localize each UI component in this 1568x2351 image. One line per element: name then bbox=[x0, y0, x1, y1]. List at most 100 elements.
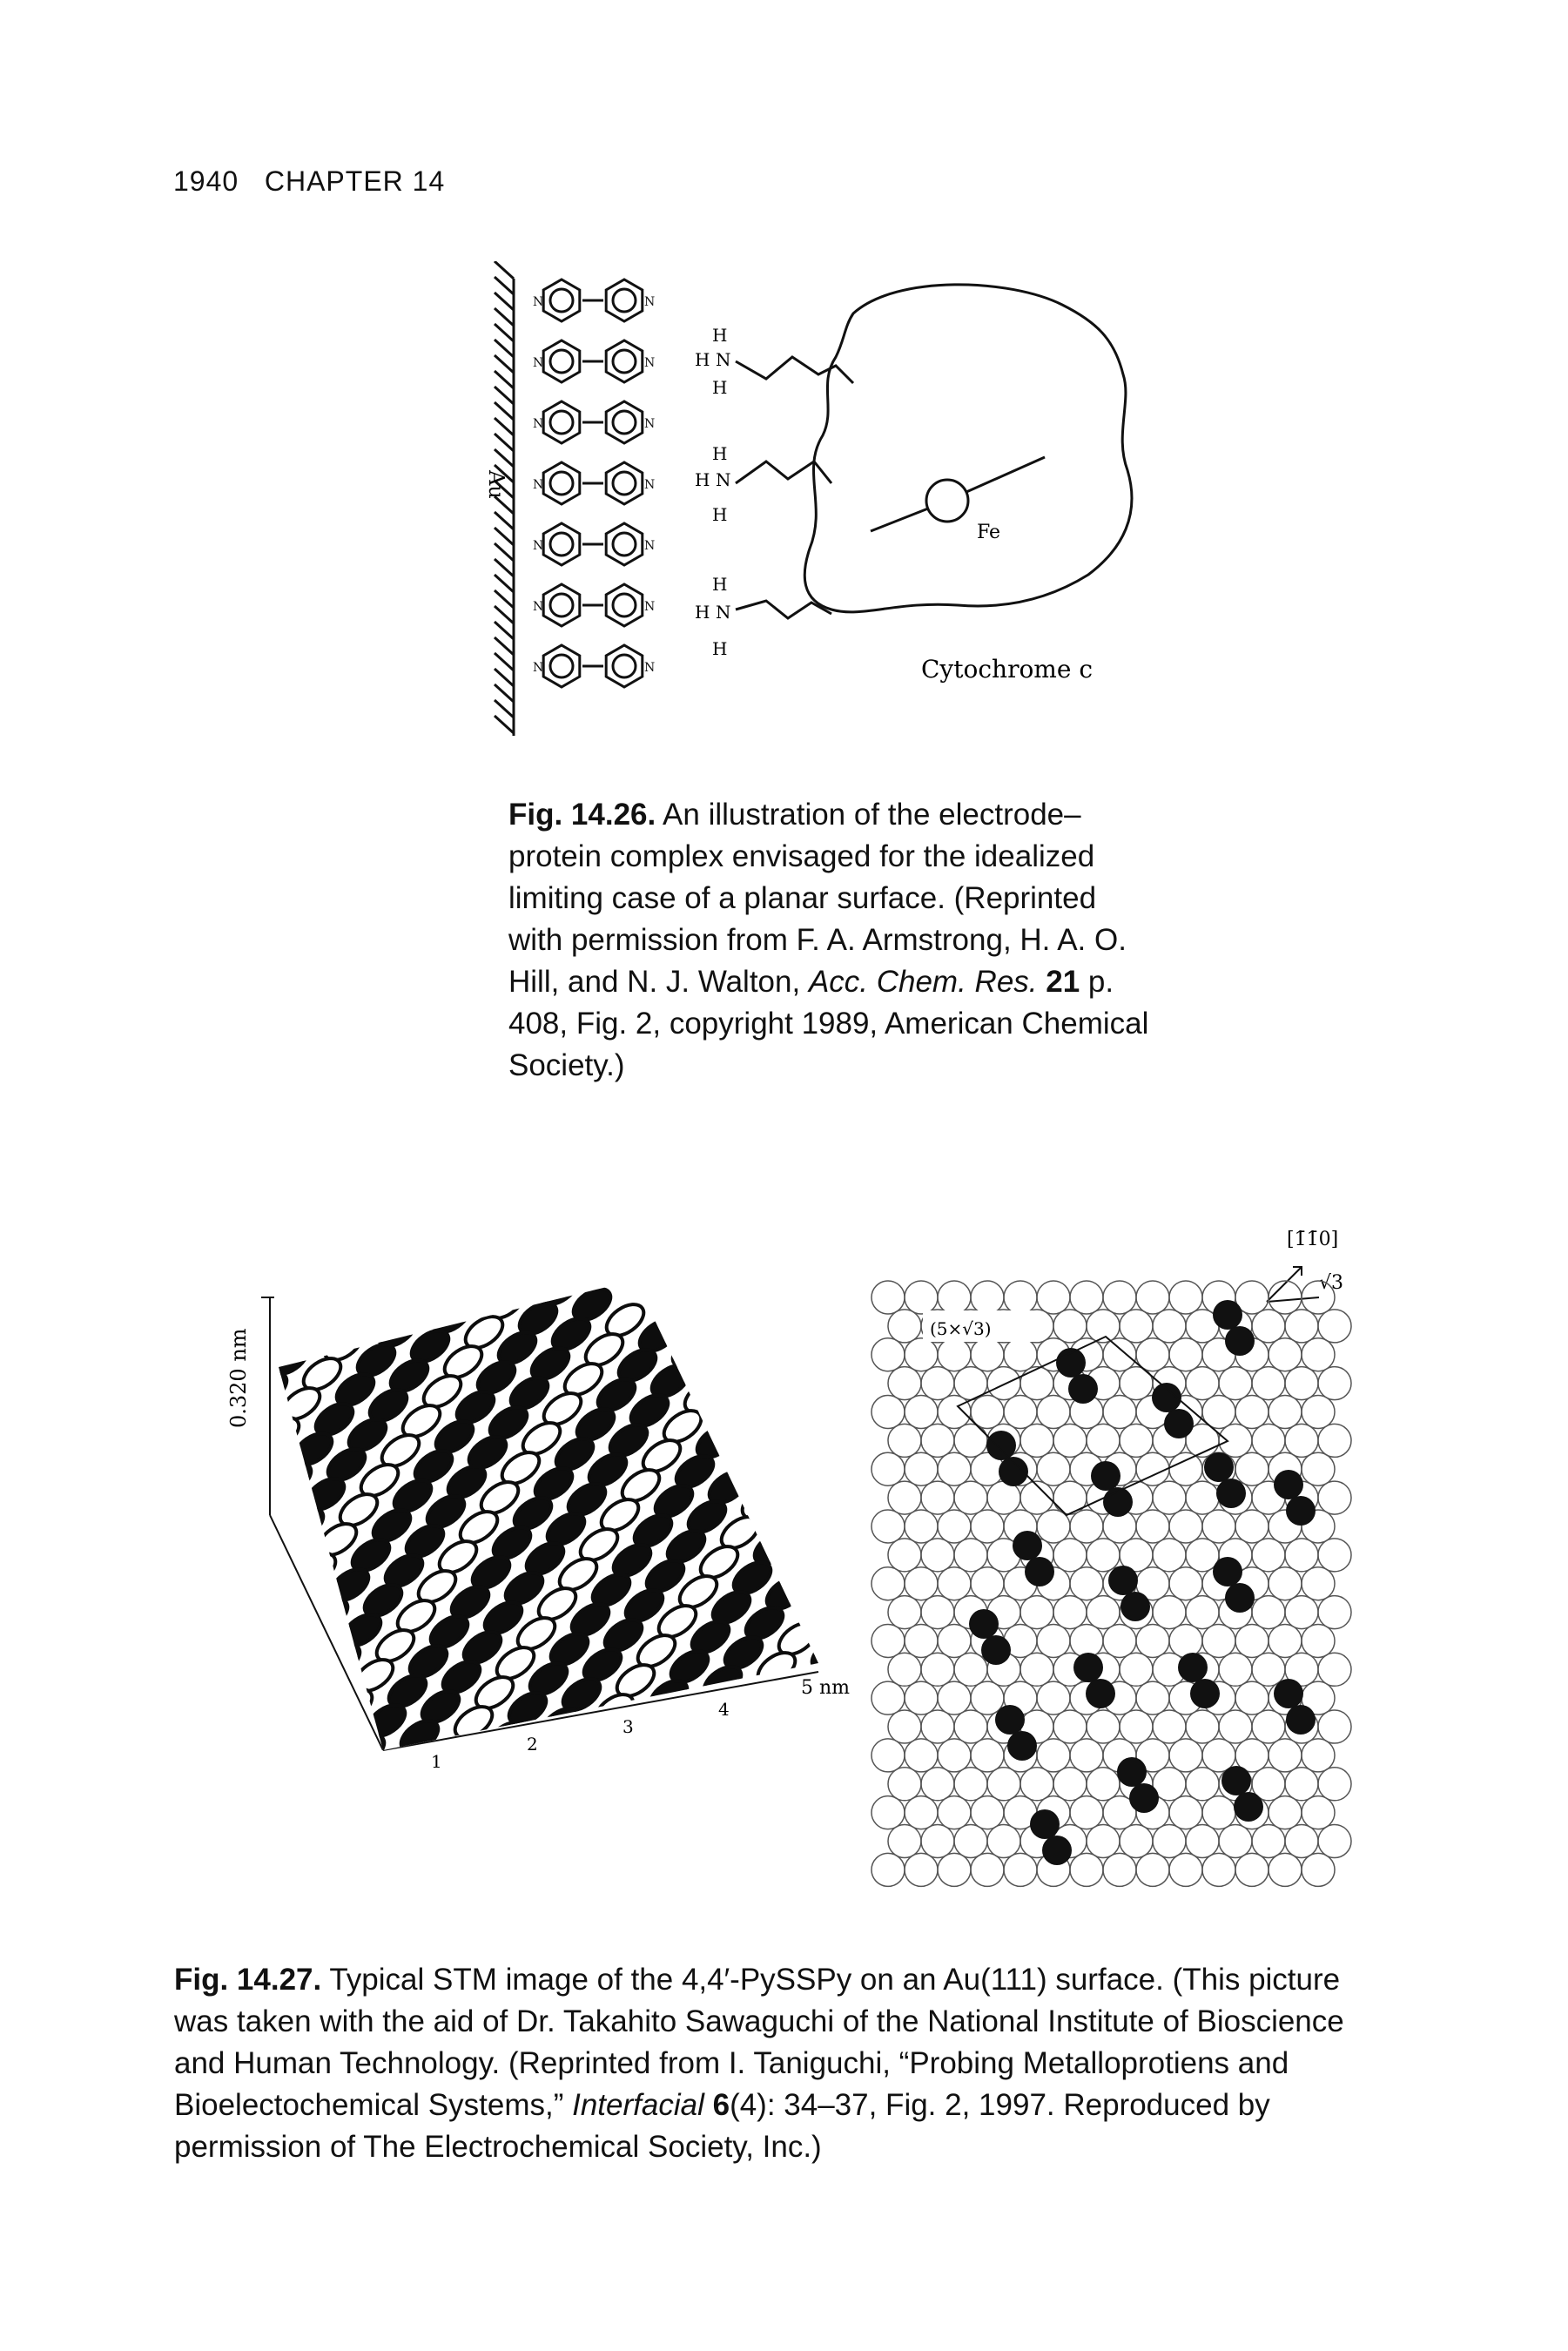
adsorbate-pair bbox=[969, 1609, 1011, 1665]
stm-molecule bbox=[508, 1376, 550, 1411]
stm-molecule bbox=[500, 1451, 542, 1485]
gold-atom bbox=[1317, 1423, 1352, 1458]
gold-atom bbox=[1201, 1738, 1236, 1773]
adsorbate-pair bbox=[1221, 1766, 1263, 1822]
gold-atom bbox=[1020, 1652, 1054, 1687]
stm-molecule bbox=[474, 1675, 515, 1710]
adsorbate-atom bbox=[1221, 1766, 1251, 1795]
gold-atom bbox=[1069, 1795, 1104, 1830]
stm-molecule bbox=[749, 1411, 791, 1445]
stm-molecule bbox=[669, 1649, 710, 1684]
hatch-line bbox=[493, 557, 515, 578]
electrode-label: Au bbox=[488, 469, 508, 499]
gold-atom bbox=[1119, 1309, 1154, 1344]
stm-molecule bbox=[228, 1228, 276, 1244]
gold-atom bbox=[904, 1280, 939, 1315]
stm-molecule bbox=[782, 1426, 818, 1461]
gold-atom bbox=[1301, 1452, 1336, 1486]
gold-atom bbox=[920, 1594, 955, 1630]
gold-atom bbox=[1069, 1852, 1104, 1888]
gold-atom bbox=[1185, 1480, 1220, 1515]
gold-atom bbox=[904, 1337, 939, 1372]
adsorbate-atom bbox=[1274, 1470, 1303, 1499]
stm-molecule bbox=[716, 1395, 757, 1430]
stm-molecule bbox=[521, 1421, 562, 1456]
stm-molecule bbox=[561, 1793, 609, 1794]
gold-atom bbox=[887, 1594, 922, 1630]
stm-molecule bbox=[801, 1712, 818, 1747]
stm-molecule bbox=[575, 1407, 616, 1442]
hatch-line bbox=[493, 275, 515, 296]
hatch-line bbox=[493, 338, 515, 359]
gold-atom bbox=[1020, 1767, 1054, 1802]
pyridine-ring-right bbox=[604, 339, 644, 384]
adsorbate-atom bbox=[1030, 1809, 1060, 1839]
stm-molecule bbox=[566, 1482, 608, 1517]
stm-molecule bbox=[400, 1404, 442, 1438]
adsorbate-atom bbox=[986, 1431, 1016, 1460]
gold-atom bbox=[1201, 1509, 1236, 1544]
gold-atom bbox=[1036, 1623, 1071, 1659]
pyridine-ring-left bbox=[542, 278, 582, 323]
gold-atom bbox=[1168, 1852, 1203, 1888]
gold-atom bbox=[1185, 1365, 1220, 1401]
gold-atom bbox=[1301, 1852, 1336, 1888]
amine-h-left: H bbox=[695, 349, 710, 370]
gold-atom bbox=[1268, 1852, 1302, 1888]
stm-molecule bbox=[848, 1573, 853, 1617]
adsorbate-pair bbox=[1091, 1461, 1133, 1517]
gold-atom bbox=[1020, 1423, 1054, 1458]
gold-atom bbox=[1036, 1280, 1071, 1315]
caption-volume: 6 bbox=[703, 2088, 730, 2122]
stm-molecule bbox=[737, 1365, 778, 1400]
gold-atom bbox=[1152, 1480, 1187, 1515]
pyridine-ring-right bbox=[604, 643, 644, 689]
gold-atom bbox=[1251, 1709, 1286, 1744]
hatch-line bbox=[493, 261, 515, 280]
stm-molecule bbox=[474, 1791, 522, 1794]
stm-molecule bbox=[636, 1634, 677, 1668]
stm-molecule bbox=[374, 1628, 416, 1663]
stm-molecule bbox=[434, 1419, 475, 1454]
gold-atom bbox=[1069, 1509, 1104, 1544]
adsorbate-pair bbox=[1073, 1653, 1115, 1708]
stm-molecule bbox=[428, 1614, 470, 1649]
gold-atom bbox=[1086, 1709, 1120, 1744]
stm-molecule bbox=[587, 1452, 629, 1487]
gold-atom bbox=[937, 1623, 972, 1659]
stm-molecule bbox=[604, 1303, 646, 1337]
stm-molecule bbox=[810, 1637, 818, 1672]
gold-atom bbox=[871, 1394, 905, 1430]
stm-molecule bbox=[407, 1644, 449, 1679]
hatch-line bbox=[493, 667, 515, 688]
aromatic-circle bbox=[611, 531, 637, 557]
nitrogen-label: N bbox=[533, 356, 543, 370]
aromatic-circle bbox=[548, 348, 575, 374]
aromatic-circle bbox=[548, 409, 575, 435]
aromatic-circle bbox=[548, 531, 575, 557]
stm-molecule bbox=[505, 1280, 547, 1290]
adsorbate-atom bbox=[1042, 1836, 1072, 1865]
aromatic-circle bbox=[611, 348, 637, 374]
gold-atom bbox=[1268, 1566, 1302, 1601]
adsorbate-pair bbox=[1152, 1383, 1194, 1438]
pyridine-ring-left bbox=[542, 522, 582, 567]
adsorbate-atom bbox=[1225, 1583, 1255, 1613]
amine-n: N bbox=[716, 469, 731, 490]
stm-molecule bbox=[528, 1661, 569, 1696]
stm-molecule bbox=[545, 1512, 587, 1546]
amine-h-bottom: H bbox=[712, 504, 727, 525]
x-axis bbox=[382, 1671, 819, 1751]
stm-molecule bbox=[550, 1317, 592, 1351]
gold-atom bbox=[937, 1795, 972, 1830]
gold-atom bbox=[1168, 1280, 1203, 1315]
x-tick-label: 1 bbox=[431, 1751, 442, 1772]
aromatic-circle bbox=[611, 470, 637, 496]
electrode-hatching bbox=[493, 261, 515, 735]
gold-atom bbox=[1268, 1337, 1302, 1372]
stm-molecule bbox=[606, 1738, 648, 1750]
stm-molecule bbox=[441, 1660, 482, 1694]
stm-molecule bbox=[529, 1346, 571, 1381]
